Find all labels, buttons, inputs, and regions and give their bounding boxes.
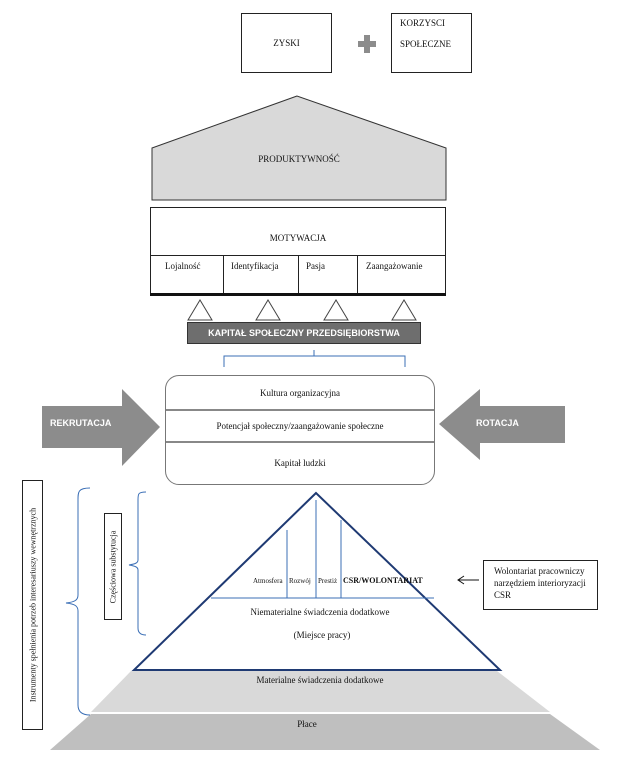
- plus-icon: [358, 35, 376, 53]
- prestiz-label: Prestiż: [318, 577, 338, 585]
- place-band: [50, 714, 600, 750]
- materialne-label: Materialne świadczenia dodatkowe: [256, 675, 384, 685]
- note-line-1: Wolontariat pracowniczy: [494, 566, 585, 576]
- niematerialne-label: Niematerialne świadczenia dodatkowe: [250, 607, 390, 617]
- cell-pasja: Pasja: [299, 255, 358, 293]
- cell-identyfikacja: Identyfikacja: [224, 255, 299, 293]
- motywacja-cells: Lojalność Identyfikacja Pasja Zaangażowa…: [150, 255, 446, 296]
- kapital-brace: [223, 350, 406, 367]
- materialne-band: [91, 671, 550, 712]
- middle-box: Kultura organizacyjna Potencjał społeczn…: [165, 375, 435, 485]
- czesciowa-box: Częściowa substytucja: [104, 513, 122, 620]
- instrumenty-box: Instrumenty spełnienia potrzeb interesar…: [22, 480, 43, 730]
- note-arrow-icon: [457, 575, 465, 585]
- note-line-3: CSR: [494, 590, 512, 600]
- pyramid-triangle: [131, 491, 503, 671]
- note-line-2: narzędziem interioryzacji: [494, 578, 586, 588]
- place-label: Płace: [297, 719, 317, 729]
- rotacja-arrow: [439, 389, 565, 460]
- cell-lojalnosc: Lojalność: [150, 255, 224, 293]
- csr-label: CSR/WOLONTARIAT: [343, 576, 423, 585]
- kapital-ludzki-row: Kapitał ludzki: [274, 458, 326, 468]
- korzysci-box: KORZYSCI SPOŁECZNE: [391, 13, 472, 73]
- instrumenty-brace: [65, 487, 91, 716]
- support-triangle-2: [255, 299, 281, 321]
- korzysci-label-2: SPOŁECZNE: [400, 39, 452, 49]
- potencjal-row: Potencjał społeczny/zaangażowanie społec…: [166, 411, 434, 443]
- kultura-row: Kultura organizacyjna: [166, 376, 434, 411]
- produktywnosc-label: PRODUKTYWNOŚĆ: [258, 154, 340, 164]
- rozwoj-label: Rozwój: [289, 577, 311, 585]
- rekrutacja-label: REKRUTACJA: [50, 418, 112, 428]
- zyski-label: ZYSKI: [273, 38, 300, 48]
- motywacja-label: MOTYWACJA: [269, 233, 327, 243]
- produktywnosc-roof: [151, 95, 447, 201]
- rekrutacja-arrow: [42, 389, 160, 466]
- korzysci-label-1: KORZYSCI: [400, 18, 446, 28]
- instrumenty-label: Instrumenty spełnienia potrzeb interesar…: [28, 507, 37, 703]
- wolontariat-note: Wolontariat pracowniczy narzędziem inter…: [483, 560, 598, 610]
- zyski-box: ZYSKI: [241, 13, 332, 73]
- kapital-spoleczny-bar: KAPITAŁ SPOŁECZNY PRZEDSIĘBIORSTWA: [187, 322, 421, 344]
- atmosfera-label: Atmosfera: [253, 577, 283, 585]
- kapital-spoleczny-label: KAPITAŁ SPOŁECZNY PRZEDSIĘBIORSTWA: [208, 328, 400, 338]
- miejsce-label: (Miejsce pracy): [293, 630, 351, 640]
- support-triangle-3: [323, 299, 349, 321]
- support-triangle-1: [187, 299, 213, 321]
- rotacja-label: ROTACJA: [476, 418, 519, 428]
- support-triangle-4: [391, 299, 417, 321]
- czesciowa-label: Częściowa substytucja: [108, 530, 118, 603]
- substytucja-brace: [128, 491, 147, 636]
- cell-zaangazowanie: Zaangażowanie: [358, 255, 446, 293]
